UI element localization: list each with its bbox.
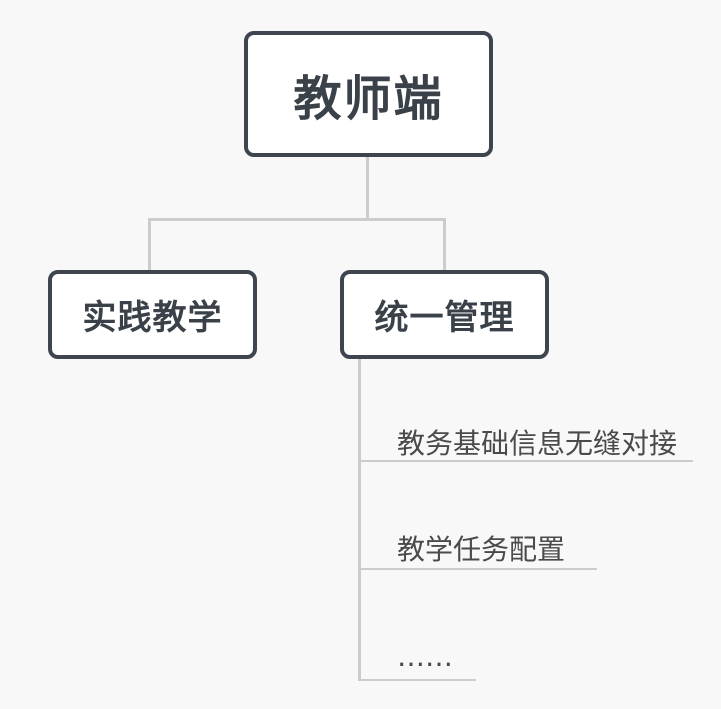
leaf-item-task-config: 教学任务配置 <box>397 533 566 566</box>
node-practical-teaching: 实践教学 <box>48 270 257 359</box>
node-teacher-terminal: 教师端 <box>244 31 493 157</box>
node-unified-management-label: 统一管理 <box>374 298 515 338</box>
connector-branch-stem <box>358 359 361 681</box>
leaf-underline-2 <box>358 568 597 570</box>
connector-left-drop <box>148 218 151 272</box>
node-practical-teaching-label: 实践教学 <box>82 298 223 338</box>
leaf-underline-3 <box>358 679 476 681</box>
connector-right-drop <box>443 218 446 272</box>
node-unified-management: 统一管理 <box>340 270 549 359</box>
connector-horizontal-bar <box>148 218 446 221</box>
node-teacher-terminal-label: 教师端 <box>293 71 444 127</box>
leaf-item-ellipsis: …… <box>397 640 453 673</box>
leaf-underline-1 <box>358 460 693 462</box>
connector-root-stem <box>366 157 369 221</box>
leaf-item-academic-info: 教务基础信息无缝对接 <box>397 427 678 460</box>
